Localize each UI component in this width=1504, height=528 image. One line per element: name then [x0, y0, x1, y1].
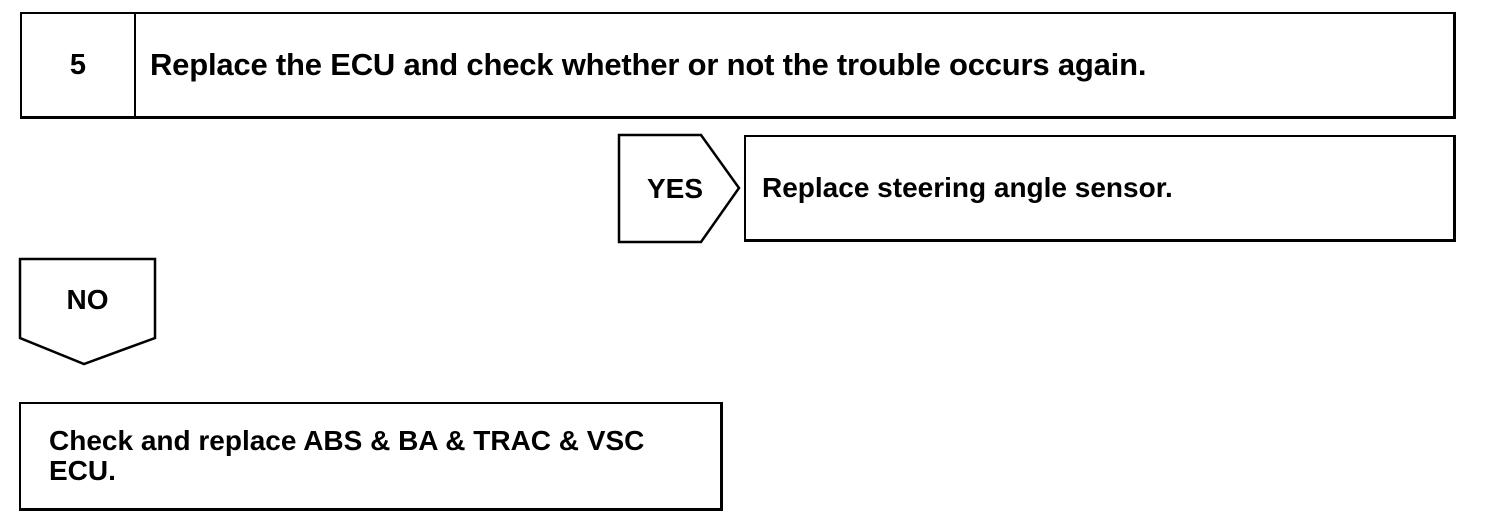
yes-result-text: Replace steering angle sensor.	[762, 172, 1173, 203]
step-instruction: Replace the ECU and check whether or not…	[150, 47, 1147, 82]
no-result-text: Check and replace ABS & BA & TRAC & VSC …	[49, 425, 645, 486]
yes-label: YES	[646, 172, 704, 204]
no-result-box: Check and replace ABS & BA & TRAC & VSC …	[19, 402, 723, 511]
no-label: NO	[66, 284, 109, 315]
step-number: 5	[22, 14, 136, 116]
step-box: 5 Replace the ECU and check whether or n…	[20, 12, 1456, 119]
yes-result-box: Replace steering angle sensor.	[744, 135, 1456, 242]
